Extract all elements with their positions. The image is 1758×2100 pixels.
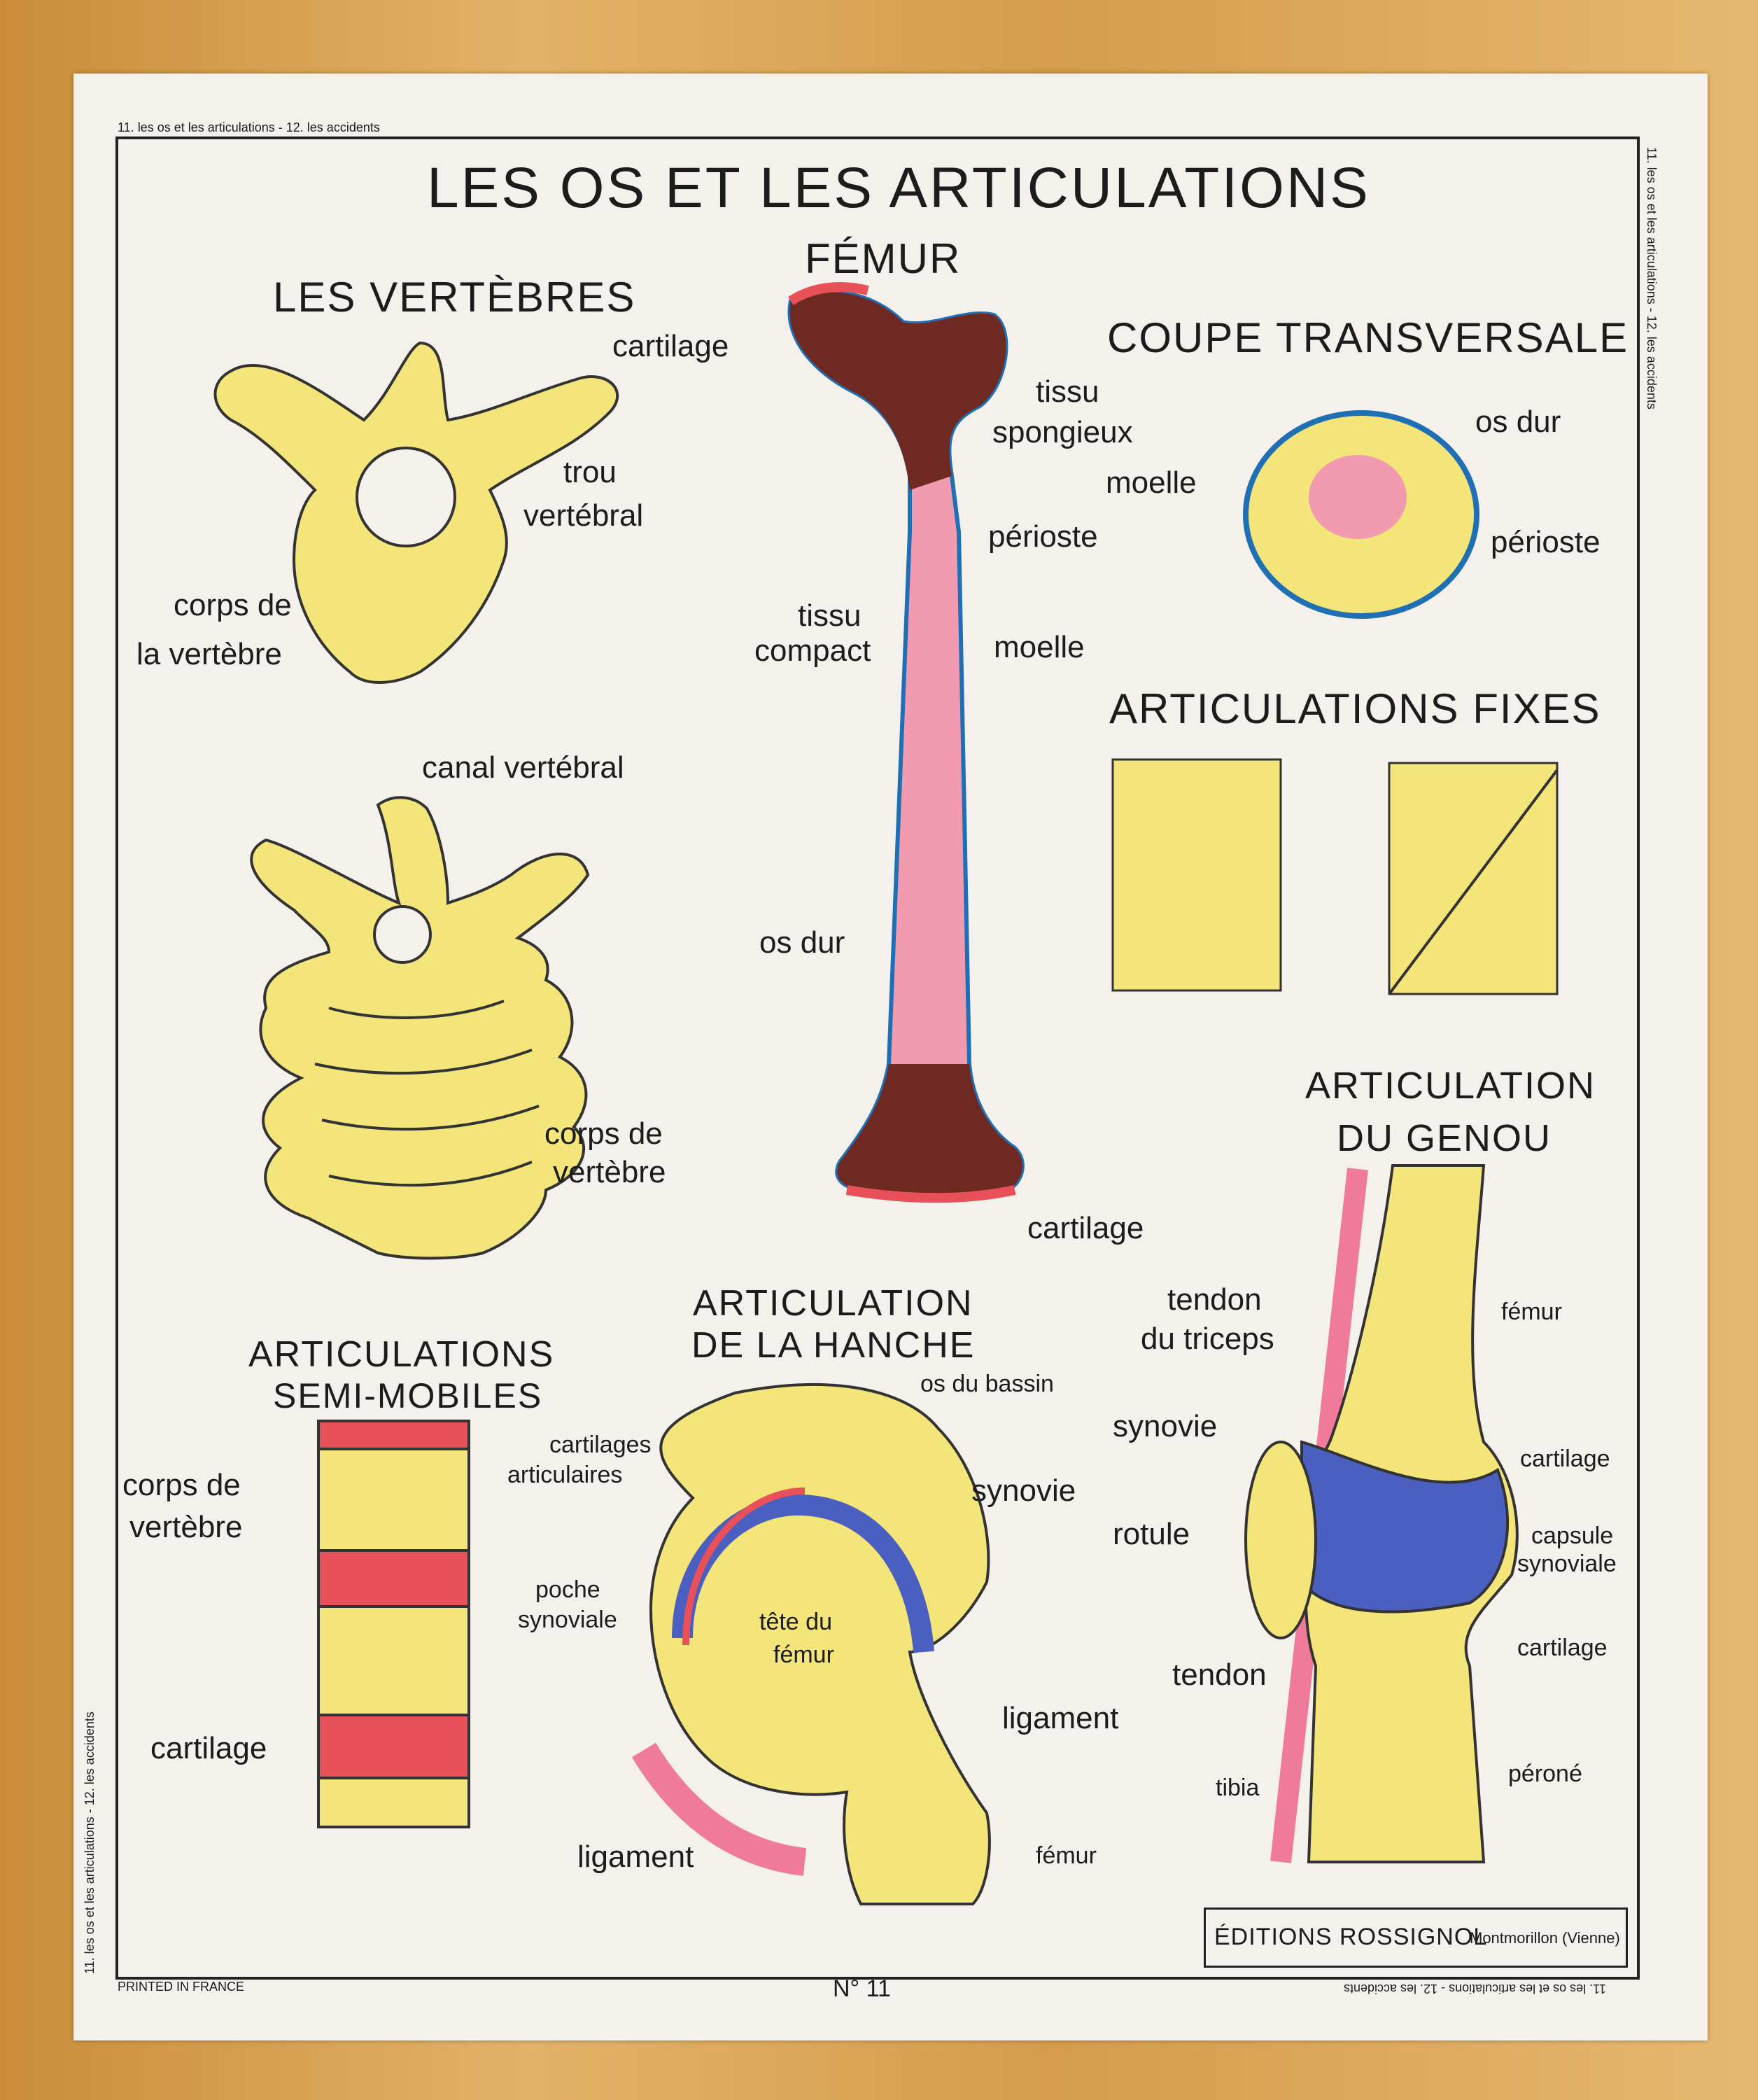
- hanche-label-cartilages: cartilages: [549, 1432, 652, 1458]
- hanche-label-os-du-bassin: os du bassin: [920, 1371, 1054, 1397]
- genou-label-du-triceps: du triceps: [1141, 1322, 1274, 1356]
- femur-label-tissu: tissu: [1036, 374, 1099, 409]
- hanche-label-ligament-right: ligament: [1002, 1701, 1119, 1735]
- femur-title: FÉMUR: [805, 235, 962, 282]
- coupe-title: COUPE TRANSVERSALE: [1107, 314, 1629, 361]
- femur-illustration: [787, 282, 1025, 1203]
- vertebres-label-la-vertebre: la vertèbre: [136, 637, 282, 671]
- hanche-label-femur: fémur: [1036, 1842, 1097, 1869]
- semi-label-corps: corps de: [122, 1468, 241, 1502]
- hanche-label-poche: poche: [535, 1576, 600, 1603]
- transverse-section: [1243, 410, 1479, 619]
- genou-label-perone: péroné: [1508, 1760, 1582, 1787]
- hanche-label-tete-du: tête du: [759, 1609, 832, 1635]
- fixes-title: ARTICULATIONS FIXES: [1109, 685, 1601, 732]
- genou-label-cartilage-bottom: cartilage: [1517, 1634, 1608, 1661]
- hanche-label-synovie: synovie: [971, 1474, 1076, 1508]
- hanche-label-ligament-bottom: ligament: [577, 1840, 694, 1874]
- femur-label-spongieux: spongieux: [992, 415, 1133, 449]
- knee-joint: [1244, 1164, 1519, 1863]
- femur-label-compact: compact: [754, 634, 871, 668]
- genou-label-rotule: rotule: [1113, 1517, 1190, 1551]
- coupe-label-moelle: moelle: [1106, 465, 1197, 500]
- vertebres-label-trou: trou: [563, 455, 617, 489]
- vertebral-column: [250, 796, 590, 1260]
- semi-title-1: ARTICULATIONS: [248, 1334, 555, 1375]
- vertebres-label-canal: canal vertébral: [422, 750, 624, 785]
- top-edge-note: 11. les os et les articulations - 12. le…: [118, 120, 380, 134]
- femur-label-tissu2: tissu: [798, 598, 862, 633]
- femur-label-perioste: périoste: [988, 519, 1098, 554]
- genou-title-2: DU GENOU: [1337, 1117, 1552, 1159]
- vertebres-label-vertebral: vertébral: [523, 498, 644, 533]
- hanche-label-articulaires: articulaires: [507, 1462, 623, 1488]
- vertebres-title: LES VERTÈBRES: [273, 274, 636, 321]
- coupe-label-perioste: périoste: [1491, 525, 1601, 559]
- poster-border: [115, 136, 1640, 1980]
- genou-label-capsule: capsule: [1531, 1522, 1614, 1549]
- poster-number: N° 11: [833, 1975, 891, 2002]
- genou-label-tibia: tibia: [1216, 1774, 1260, 1801]
- genou-label-femur: fémur: [1501, 1298, 1562, 1325]
- column-label-corps: corps de: [544, 1116, 663, 1151]
- genou-label-synovie: synovie: [1113, 1409, 1218, 1443]
- femur-label-os-dur: os dur: [759, 925, 845, 960]
- hanche-title-1: ARTICULATION: [693, 1283, 973, 1324]
- hanche-title-2: DE LA HANCHE: [691, 1325, 976, 1366]
- genou-label-tendon2: tendon: [1172, 1658, 1267, 1692]
- publisher-city: Montmorillon (Vienne): [1470, 1929, 1620, 1947]
- column-label-vertebre: vertèbre: [553, 1155, 666, 1189]
- genou-label-synoviale: synoviale: [1517, 1550, 1617, 1577]
- genou-label-cartilage-top: cartilage: [1520, 1446, 1610, 1472]
- coupe-label-os-dur: os dur: [1475, 405, 1561, 439]
- vertebres-label-corps: corps de: [174, 588, 292, 622]
- hip-joint: [631, 1383, 991, 1905]
- vertebra-top-view: [213, 341, 619, 684]
- semi-title-2: SEMI-MOBILES: [273, 1376, 543, 1415]
- genou-label-tendon: tendon: [1167, 1282, 1262, 1317]
- page-title: LES OS ET LES ARTICULATIONS: [427, 156, 1370, 220]
- femur-label-moelle: moelle: [994, 630, 1085, 664]
- genou-title-1: ARTICULATION: [1305, 1065, 1596, 1107]
- femur-label-cartilage-bottom: cartilage: [1027, 1211, 1144, 1245]
- printed-in-france: PRINTED IN FRANCE: [118, 1980, 245, 1994]
- semi-mobile-column: [317, 1420, 470, 1828]
- hanche-label-femur-head: fémur: [773, 1642, 834, 1668]
- hanche-label-synoviale: synoviale: [518, 1606, 617, 1633]
- femur-label-cartilage-top: cartilage: [612, 329, 729, 363]
- publisher-box: [1204, 1907, 1628, 1968]
- fixed-joints: [1111, 758, 1559, 995]
- publisher-name: ÉDITIONS ROSSIGNOL: [1214, 1924, 1488, 1950]
- semi-label-vertebre: vertèbre: [129, 1510, 243, 1544]
- semi-label-cartilage: cartilage: [150, 1731, 267, 1765]
